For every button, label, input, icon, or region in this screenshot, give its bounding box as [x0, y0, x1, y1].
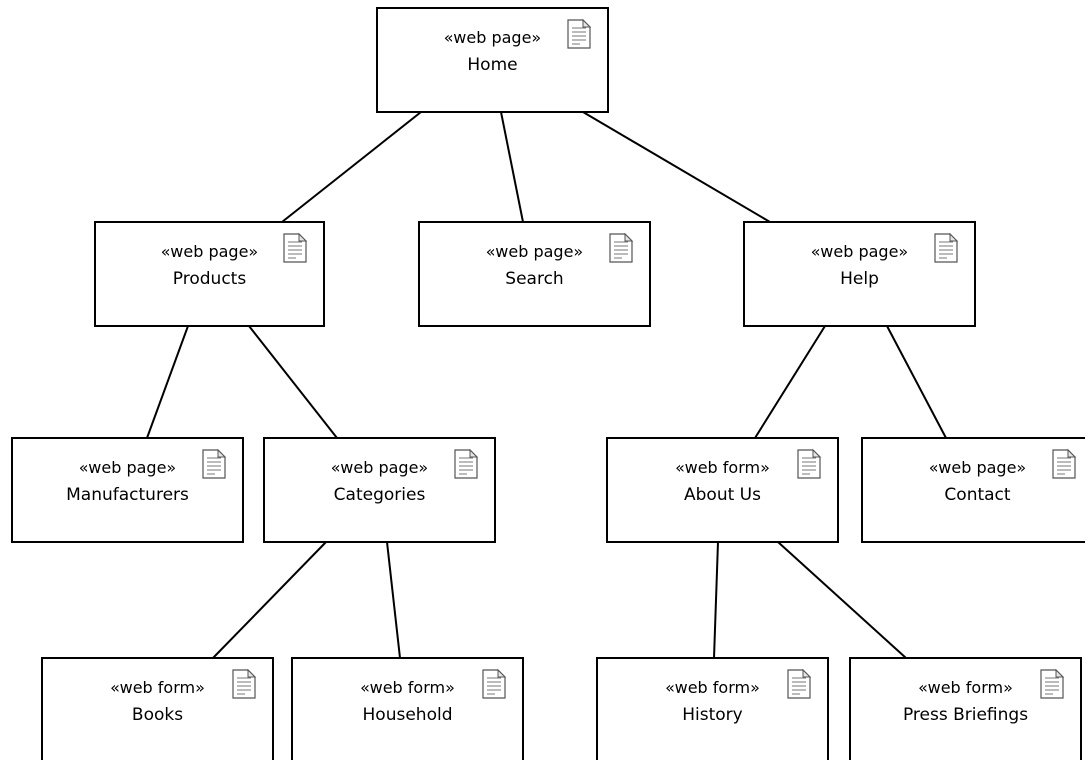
- document-icon: [454, 448, 479, 479]
- connector-about-us-press-briefings: [777, 541, 907, 659]
- node-name: Household: [363, 705, 453, 725]
- node-help: «web page» Help: [743, 221, 976, 327]
- document-icon: [1052, 448, 1077, 479]
- node-about-us: «web form» About Us: [606, 437, 839, 543]
- node-manufacturers: «web page» Manufacturers: [11, 437, 244, 543]
- connector-categories-household: [386, 541, 401, 659]
- node-home: «web page» Home: [376, 7, 609, 113]
- node-stereotype: «web form»: [665, 678, 760, 697]
- node-stereotype: «web page»: [929, 458, 1026, 477]
- page-nodes: «web page»Home«web page»Products«web pag…: [11, 7, 1085, 760]
- node-search: «web page» Search: [418, 221, 651, 327]
- node-stereotype: «web form»: [360, 678, 455, 697]
- node-categories: «web page» Categories: [263, 437, 496, 543]
- node-name: History: [682, 705, 742, 725]
- node-history: «web form» History: [596, 657, 829, 760]
- node-name: Products: [173, 269, 247, 289]
- node-stereotype: «web page»: [79, 458, 176, 477]
- node-books: «web form» Books: [41, 657, 274, 760]
- node-name: Categories: [334, 485, 426, 505]
- document-icon: [567, 18, 592, 49]
- document-icon: [283, 232, 308, 263]
- connector-categories-books: [212, 541, 327, 659]
- node-contact: «web page» Contact: [861, 437, 1085, 543]
- document-icon: [609, 232, 634, 263]
- connector-about-us-history: [713, 541, 719, 659]
- document-icon: [797, 448, 822, 479]
- document-icon: [934, 232, 959, 263]
- connector-products-categories: [248, 325, 338, 439]
- node-name: Press Briefings: [903, 705, 1028, 725]
- node-box: [861, 437, 1085, 543]
- node-stereotype: «web page»: [811, 242, 908, 261]
- node-name: Contact: [944, 485, 1010, 505]
- connector-home-help: [582, 111, 771, 223]
- connector-home-search: [500, 111, 524, 223]
- node-stereotype: «web page»: [331, 458, 428, 477]
- node-stereotype: «web form»: [918, 678, 1013, 697]
- node-household: «web form» Household: [291, 657, 524, 760]
- node-products: «web page» Products: [94, 221, 325, 327]
- node-name: Help: [840, 269, 879, 289]
- node-press-briefings: «web form» Press Briefings: [849, 657, 1082, 760]
- document-icon: [232, 668, 257, 699]
- document-icon: [787, 668, 812, 699]
- document-icon: [1040, 668, 1065, 699]
- connector-help-about-us: [754, 325, 826, 439]
- node-name: Search: [505, 269, 563, 289]
- node-stereotype: «web page»: [161, 242, 258, 261]
- connector-help-contact: [886, 325, 947, 439]
- node-stereotype: «web form»: [110, 678, 205, 697]
- document-icon: [482, 668, 507, 699]
- document-icon: [202, 448, 227, 479]
- node-name: Home: [467, 55, 517, 75]
- node-stereotype: «web page»: [444, 28, 541, 47]
- node-name: Manufacturers: [66, 485, 189, 505]
- connector-products-manufacturers: [146, 325, 189, 439]
- node-box: [263, 437, 496, 543]
- node-stereotype: «web form»: [675, 458, 770, 477]
- node-name: About Us: [684, 485, 761, 505]
- connector-home-products: [281, 111, 422, 223]
- node-name: Books: [132, 705, 183, 725]
- connectors: [146, 111, 947, 659]
- node-stereotype: «web page»: [486, 242, 583, 261]
